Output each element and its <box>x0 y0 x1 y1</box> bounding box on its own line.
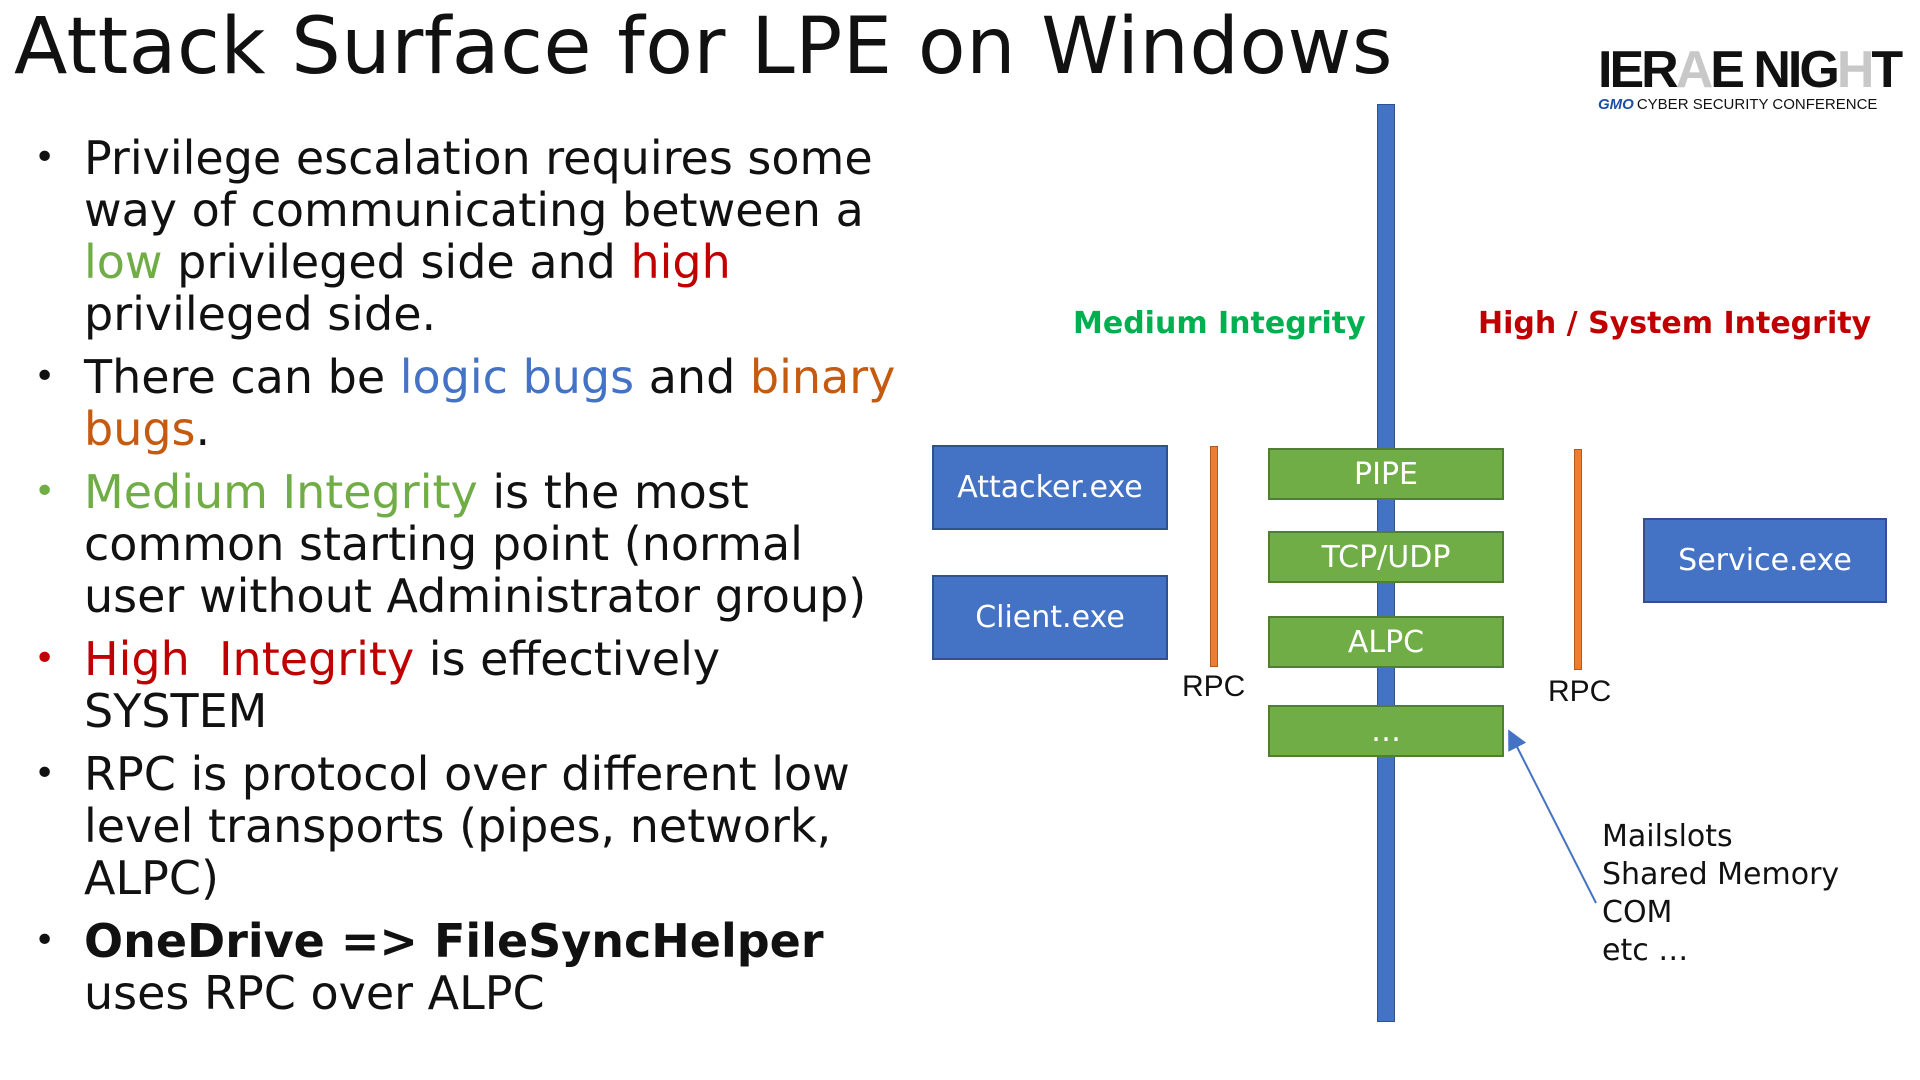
transport-alpc: ALPC <box>1268 616 1504 668</box>
logo-wordmark: IERAE NIGHT <box>1598 41 1903 99</box>
bullet-dot-icon: • <box>34 356 56 397</box>
medium-integrity-label: Medium Integrity <box>1073 306 1366 341</box>
bullet-dot-icon: • <box>34 920 56 961</box>
term-low: low <box>84 235 163 289</box>
rpc-right-label: RPC <box>1548 675 1612 708</box>
bullet-item: • OneDrive => FileSyncHelper uses RPC ov… <box>34 914 824 1020</box>
term-onedrive: OneDrive => FileSyncHelper <box>84 914 824 968</box>
mechanism-item: etc … <box>1602 933 1689 968</box>
bullet-list: • Privilege escalation requires some way… <box>28 132 908 1030</box>
mechanism-item: Mailslots <box>1602 819 1733 854</box>
term-high-integrity: High Integrity <box>84 632 415 686</box>
service-process-box: Service.exe <box>1643 518 1887 603</box>
mechanism-item: Shared Memory <box>1602 857 1840 892</box>
bullet-dot-icon: • <box>34 471 56 512</box>
bullet-item: • High Integrity is effectively SYSTEM <box>34 632 721 738</box>
mechanism-item: COM <box>1602 895 1673 930</box>
bullet-item: • Privilege escalation requires some way… <box>34 131 873 341</box>
transport-tcp-udp: TCP/UDP <box>1268 531 1504 583</box>
rpc-right-bar <box>1574 449 1582 670</box>
slide-title: Attack Surface for LPE on Windows <box>14 2 1393 92</box>
bullet-item: • There can be logic bugs and binary bug… <box>34 350 896 456</box>
term-binary-bugs: binary bugs <box>84 350 896 456</box>
client-process-box: Client.exe <box>932 575 1168 660</box>
bullet-item: • RPC is protocol over different low lev… <box>34 747 850 905</box>
rpc-left-label: RPC <box>1182 670 1246 703</box>
bullet-dot-icon: • <box>34 753 56 794</box>
transport-pipe: PIPE <box>1268 448 1504 500</box>
high-integrity-label: High / System Integrity <box>1478 306 1872 341</box>
bullet-item: • Medium Integrity is the most common st… <box>34 465 867 623</box>
other-mechanisms-list: Mailslots Shared Memory COM etc … <box>1602 818 1839 970</box>
attacker-process-box: Attacker.exe <box>932 445 1168 530</box>
bullet-dot-icon: • <box>34 137 56 178</box>
term-logic-bugs: logic bugs <box>399 350 635 404</box>
term-medium-integrity: Medium Integrity <box>84 465 478 519</box>
rpc-left-bar <box>1210 446 1218 667</box>
bullet-dot-icon: • <box>34 638 56 679</box>
transport-more: … <box>1268 705 1504 757</box>
term-high: high <box>630 235 731 289</box>
